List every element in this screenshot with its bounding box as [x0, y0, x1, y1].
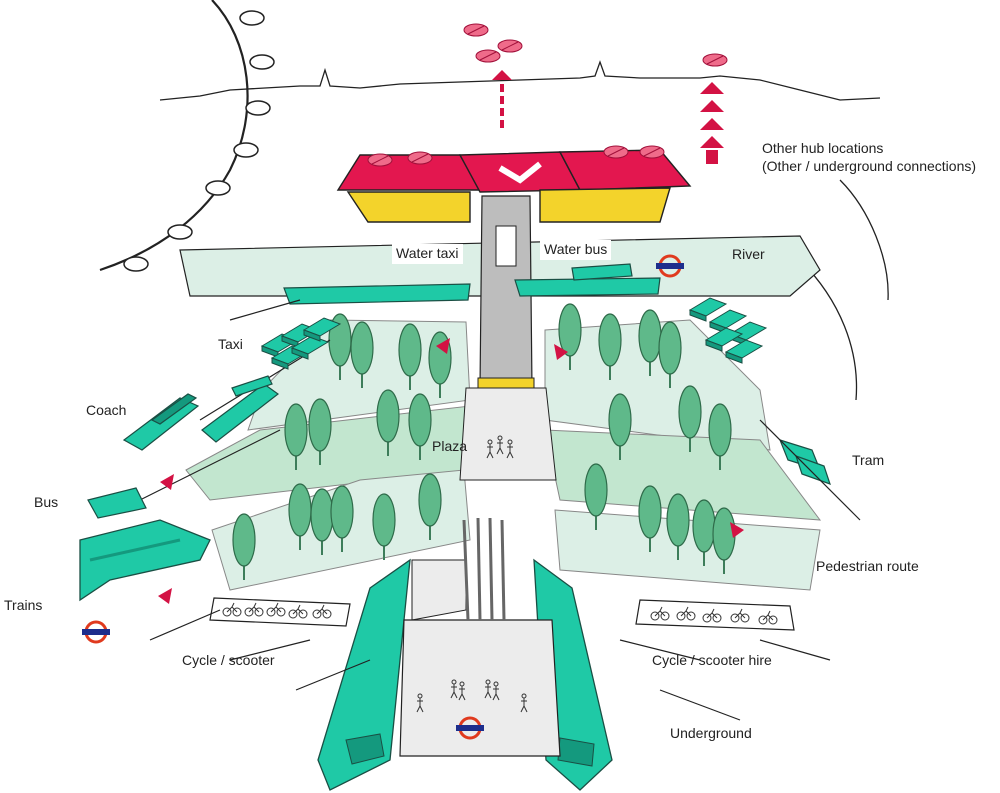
- road-lines: [149, 609, 831, 721]
- water-vessels: [283, 263, 661, 305]
- coach-vehicles: [122, 375, 280, 451]
- hub-roof: [336, 149, 692, 223]
- underground-label: Underground: [670, 725, 752, 741]
- pedestrian-route-label: Pedestrian route: [816, 558, 919, 574]
- river-label: River: [732, 246, 765, 262]
- tram-label: Tram: [852, 452, 885, 468]
- london-eye-wheel: [99, 0, 249, 272]
- bus-road: [139, 429, 281, 501]
- other-hub-label-line1: Other hub locations: [762, 140, 884, 156]
- london-underground-roundel-icon: [456, 716, 484, 740]
- underground-tracks: [411, 559, 467, 621]
- other-hub-label-line2: (Other / underground connections): [762, 157, 977, 174]
- cycle-scooter-hire-label: Cycle / scooter hire: [652, 652, 772, 668]
- bus-label: Bus: [34, 494, 59, 510]
- cycle-scooter-area-left: [209, 597, 351, 627]
- tram-vehicle: [778, 439, 831, 485]
- tram-road: [759, 419, 861, 521]
- trains-left: [79, 519, 211, 602]
- underground-train-left: [317, 558, 411, 791]
- water-taxi-label: Water taxi: [392, 244, 463, 264]
- arrow-icon: [492, 70, 724, 164]
- taxi-road: [229, 299, 301, 321]
- drone-icon: [702, 53, 728, 67]
- trains-label: Trains: [4, 597, 43, 613]
- taxi-label: Taxi: [218, 336, 243, 352]
- arrow-icon: [158, 338, 744, 604]
- underground-platform: [399, 619, 561, 757]
- cycle-scooter-label: Cycle / scooter: [182, 652, 275, 668]
- london-underground-roundel-icon: [656, 254, 684, 278]
- curved-right-line: [839, 179, 889, 301]
- escalators: [462, 517, 506, 621]
- london-underground-roundel-icon: [82, 620, 110, 644]
- other-hub-label: Other hub locations (Other / underground…: [762, 140, 976, 175]
- drone-icon: [463, 23, 523, 63]
- skyline: [159, 60, 881, 101]
- coach-label: Coach: [86, 402, 127, 418]
- plaza-label: Plaza: [432, 438, 468, 454]
- bus-vehicle: [87, 487, 147, 519]
- curved-right-line-2: [799, 259, 858, 401]
- water-bus-label: Water bus: [540, 240, 612, 260]
- london-eye-pods: [123, 10, 275, 272]
- plaza-area: [459, 387, 557, 481]
